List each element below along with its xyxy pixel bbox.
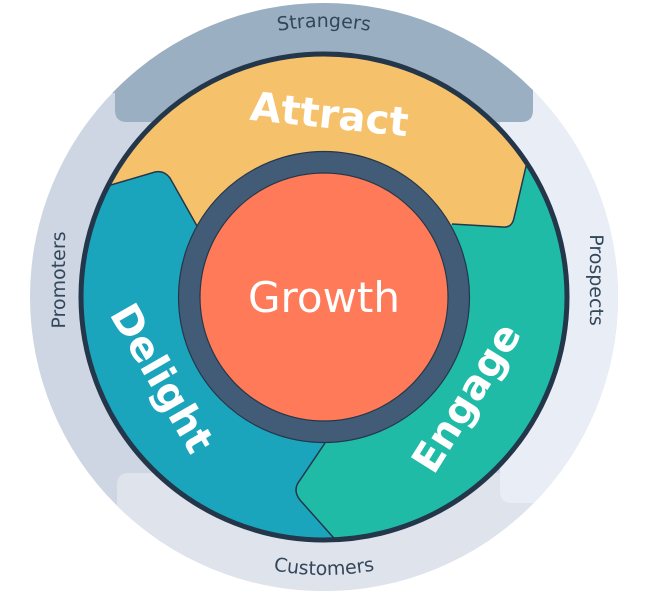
growth-ring-outline-outer — [177, 150, 471, 444]
label-strangers: Strangers — [276, 10, 373, 36]
growth-circle — [200, 173, 448, 421]
growth-ring-outline-inner — [199, 172, 449, 422]
label-customers: Customers — [272, 554, 375, 581]
stage-wheel-outline — [78, 51, 570, 543]
label-promoters: Promoters — [48, 231, 70, 328]
label-promoters-wrap: Promoters — [48, 231, 70, 328]
label-prospects-wrap: Prospects — [585, 234, 607, 326]
growth-ring — [178, 151, 470, 443]
growth-label: Growth — [248, 273, 400, 322]
label-strangers-wrap: Strangers — [276, 10, 373, 36]
label-customers-wrap: Customers — [272, 554, 375, 581]
label-prospects: Prospects — [585, 234, 607, 326]
